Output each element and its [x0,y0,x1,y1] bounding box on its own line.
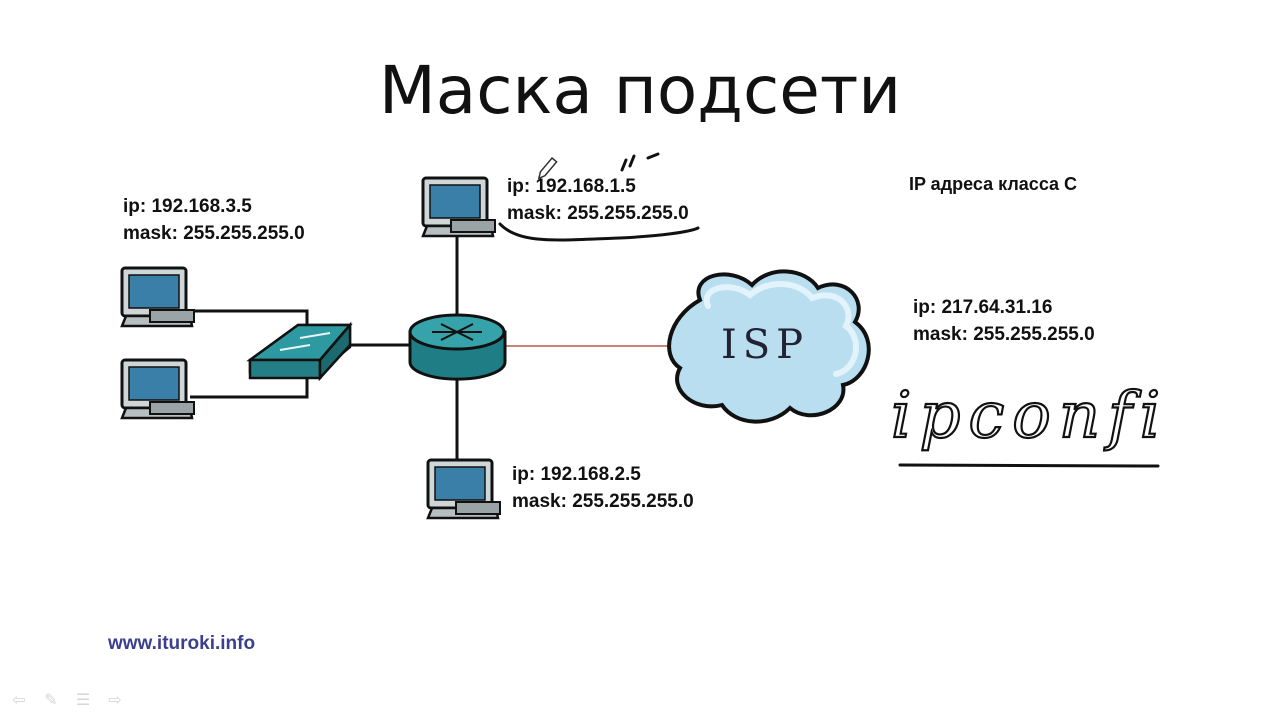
handwritten-ipconfig: ipconfig [890,378,1165,454]
footer-site-link[interactable]: www.ituroki.info [108,633,256,654]
menu-icon[interactable]: ☰ [75,692,91,709]
slide-title: Маска подсети [378,52,902,129]
previous-arrow-icon[interactable]: ⇦ [12,692,26,709]
host-mask: mask: 255.255.255.0 [512,491,694,512]
handwritten-ipconfig-text: ipconfig [891,379,1165,453]
host-ip: ip: 192.168.1.5 [507,176,636,197]
computer-icon [120,358,195,420]
host-ip: ip: 217.64.31.16 [913,297,1053,318]
host-mask: mask: 255.255.255.0 [913,324,1095,345]
pen-cursor-icon [537,156,558,180]
host-label-top: ip: 192.168.1.5 mask: 255.255.255.0 [507,173,689,227]
host-ip: ip: 192.168.2.5 [512,464,641,485]
host-label-isp: ip: 217.64.31.16 mask: 255.255.255.0 [913,294,1095,348]
host-label-bottom: ip: 192.168.2.5 mask: 255.255.255.0 [512,461,694,515]
handwritten-annotations [498,152,1160,468]
computer-icon [426,458,501,520]
host-ip: ip: 192.168.3.5 [123,196,252,217]
cloud-icon [667,269,871,424]
host-mask: mask: 255.255.255.0 [123,223,305,244]
computer-icon [421,176,496,238]
slide-nav-controls: ⇦ ✎ ☰ ⇨ [8,690,126,710]
switch-icon [246,321,353,382]
class-c-note: IP адреса класса C [909,174,1078,194]
next-arrow-icon[interactable]: ⇨ [108,692,122,709]
host-label-left: ip: 192.168.3.5 mask: 255.255.255.0 [123,193,305,247]
pen-icon[interactable]: ✎ [44,692,58,709]
computer-icon [120,266,195,328]
cloud-label: ISP [721,322,809,368]
host-mask: mask: 255.255.255.0 [507,203,689,224]
router-icon [408,313,507,381]
